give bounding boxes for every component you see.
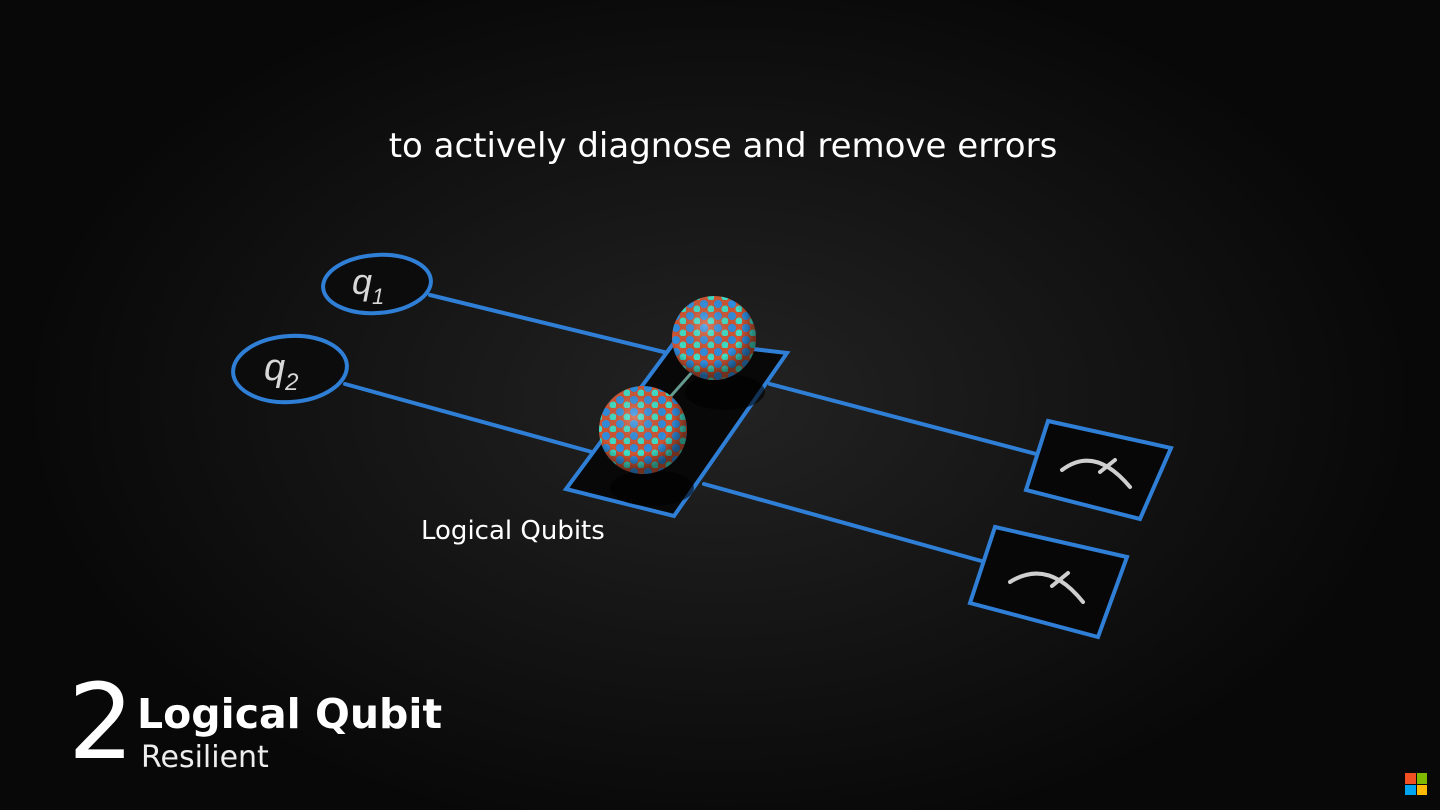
measurement-box-2	[967, 524, 1130, 640]
qubit-node-labels: q1 q2	[264, 261, 384, 396]
meter-icon-2	[1008, 571, 1085, 604]
qubit-wire-2	[343, 382, 594, 454]
section-subtitle: Resilient	[141, 740, 269, 775]
section-title: Logical Qubit	[137, 690, 443, 738]
qubit-wire-1-out	[768, 382, 1042, 457]
qubit-wire-1	[428, 293, 674, 356]
q2-label: q2	[264, 347, 299, 396]
section-number: 2	[68, 661, 135, 783]
qubit-node-q1	[321, 252, 433, 316]
logical-qubits-label: Logical Qubits	[421, 516, 605, 546]
caption-text: to actively diagnose and remove errors	[388, 126, 1058, 166]
meter-icon-1	[1060, 458, 1132, 489]
q1-label: q1	[352, 261, 384, 309]
microsoft-logo-icon	[1405, 773, 1427, 795]
measurement-box-1	[1023, 418, 1174, 522]
logical-qubit-sphere-1	[672, 296, 756, 380]
qubit-node-q2	[231, 333, 349, 405]
qubit-wire-2-out	[702, 482, 987, 564]
logical-qubit-sphere-2	[599, 386, 687, 474]
